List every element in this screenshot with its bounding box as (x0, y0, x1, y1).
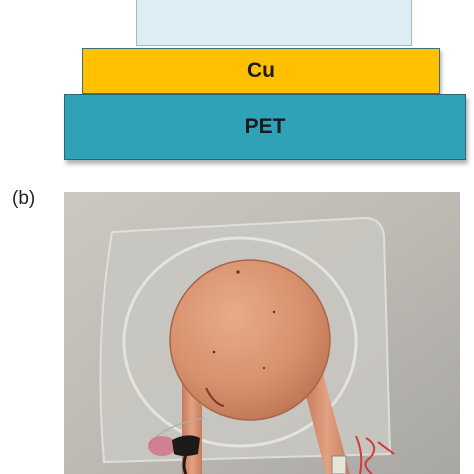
pet-layer: PET (64, 94, 466, 160)
cu-layer: Cu (82, 48, 440, 94)
device-photo (64, 192, 460, 474)
right-electrode-strip (304, 370, 350, 474)
red-wire (355, 435, 363, 474)
panel-b-label: (b) (12, 188, 36, 209)
encapsulation-edge (122, 236, 358, 448)
copper-disc (169, 259, 331, 421)
top-layer (136, 0, 412, 46)
glue-spot (148, 436, 176, 456)
black-connector (172, 435, 200, 456)
metal-clip (331, 455, 347, 474)
